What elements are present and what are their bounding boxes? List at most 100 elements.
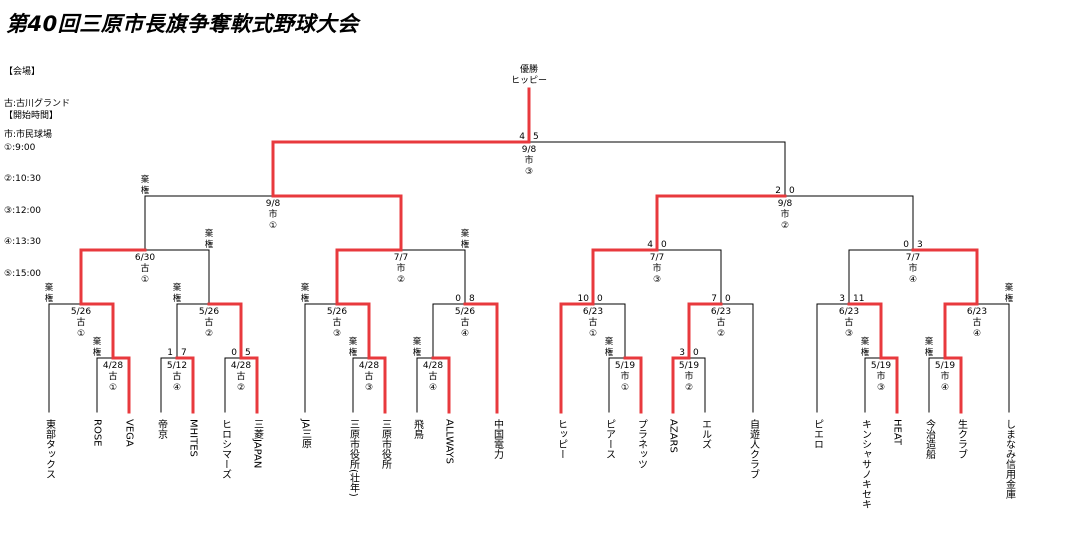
match-venue: 市	[908, 262, 917, 274]
team-name: しまなみ信用金庫	[1004, 419, 1016, 500]
match-venue: 古	[76, 316, 85, 328]
forfeit-label: 権	[1005, 293, 1014, 304]
time-item: ⑤:15:00	[4, 268, 42, 279]
team-name: MHITES	[188, 419, 199, 457]
forfeit-label: 棄	[45, 282, 54, 293]
match-date: 6/23	[711, 307, 731, 317]
score-left: 0	[903, 240, 909, 250]
score-right: 0	[597, 294, 603, 304]
team-name: 中国電力	[492, 418, 504, 460]
match-time: ①	[109, 383, 117, 393]
match-time: ④	[429, 383, 437, 393]
match-time: ②	[717, 329, 725, 339]
venue-item: 市:市民球場	[4, 130, 53, 140]
match-venue: 古	[332, 316, 341, 328]
forfeit-label: 棄	[461, 228, 470, 239]
match-time: ③	[845, 329, 853, 339]
match-time: ③	[365, 383, 373, 393]
match-venue: 古	[460, 316, 469, 328]
forfeit-label: 権	[861, 347, 870, 358]
team-name: 帝京	[156, 418, 168, 440]
forfeit-label: 権	[349, 347, 358, 358]
match-date: 5/12	[167, 361, 187, 371]
team-name: JA三原	[300, 418, 312, 449]
match-date: 5/26	[199, 307, 219, 317]
match-date: 5/19	[871, 361, 891, 371]
team-name: 自遊人クラブ	[748, 418, 760, 479]
match-venue: 市	[396, 262, 405, 274]
team-name: 今治造船	[924, 418, 936, 460]
match-venue: 古	[716, 316, 725, 328]
match-venue: 市	[652, 262, 661, 274]
forfeit-label: 権	[301, 293, 310, 304]
forfeit-label: 棄	[413, 336, 422, 347]
forfeit-label: 権	[173, 293, 182, 304]
champion-label: 優勝	[520, 63, 538, 75]
score-right: 11	[853, 294, 864, 304]
team-name: 生クラブ	[956, 418, 968, 459]
forfeit-label: 権	[461, 239, 470, 250]
match-date: 6/30	[135, 253, 155, 263]
forfeit-label: 棄	[605, 336, 614, 347]
team-name: ピエロ	[812, 419, 824, 449]
score-right: 5	[245, 348, 251, 358]
match-time: ③	[653, 275, 661, 285]
time-item: ③:12:00	[4, 205, 42, 216]
match-time: ①	[141, 275, 149, 285]
score-right: 5	[533, 132, 539, 142]
match-time: ④	[173, 383, 181, 393]
venue-item: 古:古川グランド	[4, 98, 71, 109]
forfeit-label: 権	[925, 347, 934, 358]
match-venue: 市	[876, 370, 885, 382]
match-venue: 古	[236, 370, 245, 382]
match-date: 6/23	[839, 307, 859, 317]
match-time: ②	[397, 275, 405, 285]
forfeit-label: 棄	[173, 282, 182, 293]
match-time: ①	[77, 329, 85, 339]
times-heading: 【開始時間】	[4, 111, 59, 121]
score-right: 0	[789, 186, 795, 196]
match-venue: 古	[364, 370, 373, 382]
match-date: 5/26	[71, 307, 91, 317]
match-time: ④	[941, 383, 949, 393]
forfeit-label: 権	[93, 347, 102, 358]
forfeit-label: 棄	[1005, 282, 1014, 293]
match-date: 4/28	[103, 361, 123, 371]
match-venue: 市	[684, 370, 693, 382]
bracket-lines	[48, 87, 1010, 414]
team-name: キンシャサノキセキ	[860, 419, 872, 509]
time-item: ②:10:30	[4, 174, 42, 184]
team-name: エルズ	[700, 419, 712, 449]
tournament-title: 第40回三原市長旗争奪軟式野球大会	[6, 12, 359, 36]
team-name: HEAT	[892, 419, 903, 446]
match-venue: 古	[972, 316, 981, 328]
match-date: 4/28	[359, 361, 379, 371]
forfeit-label: 棄	[93, 336, 102, 347]
team-name: VEGA	[124, 419, 135, 447]
match-date: 7/7	[906, 253, 920, 263]
match-date: 5/19	[679, 361, 699, 371]
score-right: 7	[181, 348, 187, 358]
venue-legend: 【会場】 古:古川グランド 市:市民球場	[4, 46, 70, 151]
champion-team: ヒッピー	[511, 75, 547, 86]
score-left: 0	[231, 348, 237, 358]
score-left: 1	[167, 348, 173, 358]
match-time: ②	[685, 383, 693, 393]
match-time: ④	[909, 275, 917, 285]
team-name: ALLWAYS	[444, 419, 455, 464]
venue-heading: 【会場】	[4, 67, 41, 77]
score-left: 4	[647, 240, 653, 250]
match-date: 5/26	[327, 307, 347, 317]
match-date: 5/19	[615, 361, 635, 371]
match-time: ①	[621, 383, 629, 393]
match-time: ④	[973, 329, 981, 339]
match-venue: 市	[780, 208, 789, 220]
match-venue: 古	[204, 316, 213, 328]
team-name: 三原市役所(壮年)	[348, 419, 360, 497]
match-time: ③	[525, 167, 533, 177]
team-name: ヒロシマーズ	[220, 419, 232, 479]
match-date: 7/7	[394, 253, 408, 263]
match-venue: 市	[524, 154, 533, 166]
